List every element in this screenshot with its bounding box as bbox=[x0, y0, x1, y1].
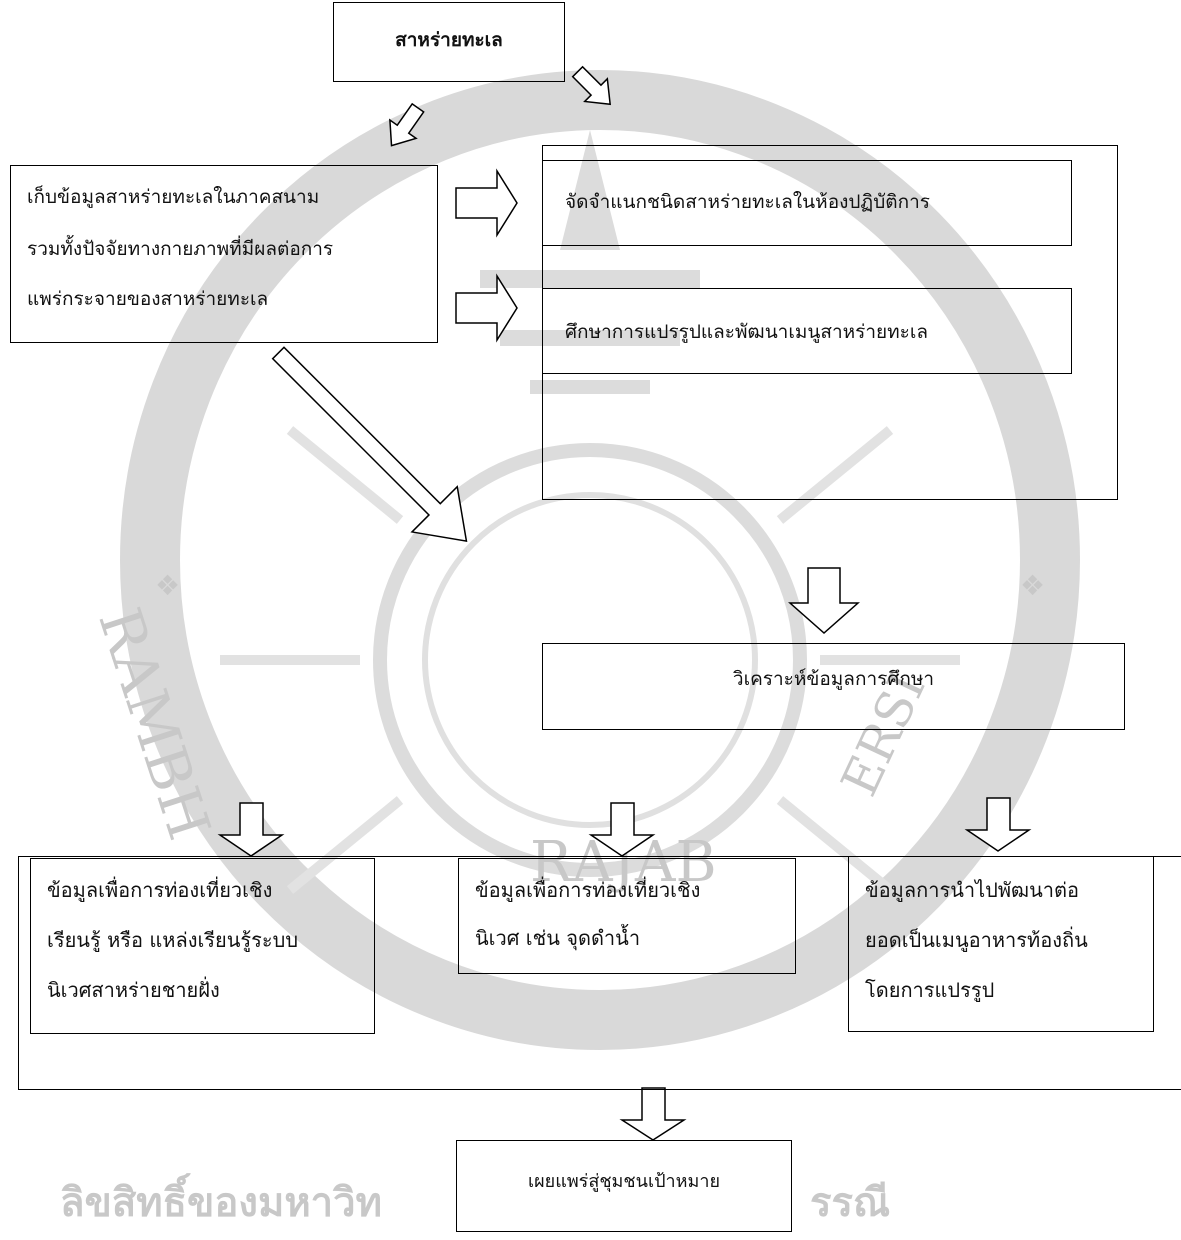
arrow-analysis-to-output-1 bbox=[217, 802, 285, 857]
watermark-ornament-right: ❖ bbox=[1020, 569, 1045, 602]
arrow-field-to-process bbox=[455, 273, 518, 343]
processing-study-label: ศึกษาการแปรรูปและพัฒนาเมนูสาหร่ายทะเล bbox=[565, 321, 929, 343]
watermark-text-left: ลิขสิทธิ์ของมหาวิท bbox=[60, 1180, 382, 1226]
output-box-learning: ข้อมูลเพื่อการท่องเที่ยวเชิง เรียนรู้ หร… bbox=[30, 858, 375, 1034]
watermark-ornament-left: ❖ bbox=[155, 569, 180, 602]
analysis-box: วิเคราะห์ข้อมูลการศึกษา bbox=[542, 643, 1125, 730]
output-menu-line-2: ยอดเป็นเมนูอาหารท้องถิ่น bbox=[865, 928, 1088, 952]
seal-inner-ring bbox=[373, 443, 807, 877]
arrow-title-to-field bbox=[389, 102, 425, 147]
seal-sun-rays bbox=[220, 426, 960, 894]
output-learning-line-3: นิเวศสาหร่ายชายฝั่ง bbox=[47, 978, 220, 1002]
lab-classification-box: จัดจำแนกชนิดสาหร่ายทะเลในห้องปฏิบัติการ bbox=[542, 160, 1072, 246]
arrow-outputs-to-dissemination bbox=[619, 1087, 687, 1141]
field-collection-line-1: เก็บข้อมูลสาหร่ายทะเลในภาคสนาม bbox=[27, 186, 320, 208]
output-learning-line-1: ข้อมูลเพื่อการท่องเที่ยวเชิง bbox=[47, 878, 273, 902]
arrow-analysis-to-output-3 bbox=[964, 797, 1032, 852]
topic-label: สาหร่ายทะเล bbox=[395, 29, 503, 51]
output-ecotourism-line-1: ข้อมูลเพื่อการท่องเที่ยวเชิง bbox=[475, 878, 701, 902]
dissemination-box: เผยแพร่สู่ชุมชนเป้าหมาย bbox=[456, 1140, 792, 1232]
output-box-ecotourism: ข้อมูลเพื่อการท่องเที่ยวเชิง นิเวศ เช่น … bbox=[458, 858, 796, 974]
arrow-analysis-to-output-2 bbox=[588, 802, 656, 857]
lab-classification-label: จัดจำแนกชนิดสาหร่ายทะเลในห้องปฏิบัติการ bbox=[565, 191, 930, 213]
arrow-field-to-analysis bbox=[271, 346, 468, 543]
seal-inner-ring-2 bbox=[422, 492, 758, 828]
field-collection-line-2: รวมทั้งปัจจัยทางกายภาพที่มีผลต่อการ bbox=[27, 238, 334, 260]
output-menu-line-3: โดยการแปรรูป bbox=[865, 978, 995, 1002]
field-collection-line-3: แพร่กระจายของสาหร่ายทะเล bbox=[27, 288, 269, 310]
output-ecotourism-line-2: นิเวศ เช่น จุดดำน้ำ bbox=[475, 926, 641, 950]
arrow-lab-to-analysis bbox=[788, 567, 860, 635]
processing-study-box: ศึกษาการแปรรูปและพัฒนาเมนูสาหร่ายทะเล bbox=[542, 288, 1072, 374]
arrow-field-to-lab bbox=[455, 168, 518, 238]
field-collection-box: เก็บข้อมูลสาหร่ายทะเลในภาคสนาม รวมทั้งปั… bbox=[10, 165, 438, 343]
output-learning-line-2: เรียนรู้ หรือ แหล่งเรียนรู้ระบบ bbox=[47, 928, 299, 952]
seal-tower bbox=[480, 130, 700, 394]
analysis-label: วิเคราะห์ข้อมูลการศึกษา bbox=[732, 668, 935, 690]
output-menu-line-1: ข้อมูลการนำไปพัฒนาต่อ bbox=[865, 878, 1080, 902]
arrow-title-to-lab bbox=[571, 65, 612, 106]
dissemination-label: เผยแพร่สู่ชุมชนเป้าหมาย bbox=[527, 1171, 721, 1192]
output-box-menu: ข้อมูลการนำไปพัฒนาต่อ ยอดเป็นเมนูอาหารท้… bbox=[848, 856, 1154, 1032]
watermark-text-right: รรณี bbox=[810, 1180, 891, 1226]
outputs-container bbox=[18, 856, 1181, 1090]
topic-box: สาหร่ายทะเล bbox=[333, 2, 565, 82]
